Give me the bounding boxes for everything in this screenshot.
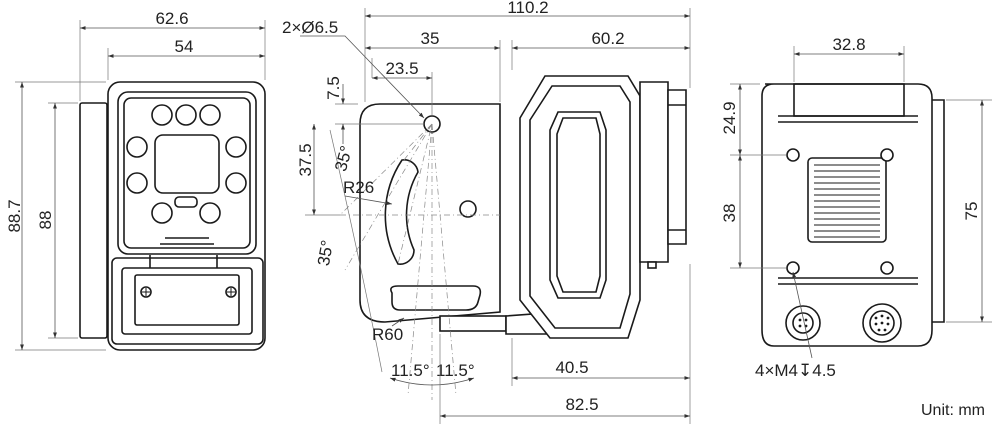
led-ring (126, 104, 247, 224)
dim-side-body-length: 60.2 (591, 29, 624, 48)
dim-base-radius: R60 (372, 325, 403, 344)
dim-angle-right: 11.5° (436, 361, 475, 380)
front-view (79, 81, 266, 351)
dim-front-width-inner: 54 (175, 37, 194, 56)
dim-angle-lower: 35° (314, 239, 337, 268)
back-dimensions: 32.8 24.9 38 75 4×M4↧4.5 (720, 35, 992, 380)
side-dimensions: 110.2 35 60.2 23.5 2×Ø6.5 7.5 37.5 35° R… (282, 0, 691, 424)
heatsink-fins (814, 164, 880, 238)
dim-front-height-inner: 88 (36, 211, 55, 230)
dim-back-hole-spacing: 38 (720, 204, 739, 223)
side-construction-lines (329, 123, 500, 400)
dim-front-width-outer: 62.6 (155, 9, 188, 28)
dim-back-top-width: 32.8 (832, 35, 865, 54)
unit-label: Unit: mm (921, 402, 985, 419)
dim-angle-left: 11.5° (391, 361, 430, 380)
dim-side-hole-offset: 23.5 (385, 59, 418, 78)
side-view (359, 75, 687, 339)
dim-back-height: 75 (962, 202, 981, 221)
dim-side-bottom-total: 82.5 (565, 395, 598, 414)
screw-icon (140, 286, 152, 298)
dim-slot-radius: R26 (343, 178, 374, 197)
back-view (761, 83, 945, 347)
dim-back-threads: 4×M4↧4.5 (755, 361, 836, 380)
dim-side-bracket-width: 35 (421, 29, 440, 48)
connector-icon (785, 305, 821, 341)
screw-icon (225, 286, 237, 298)
dim-back-top-offset: 24.9 (720, 101, 739, 134)
dim-angle-upper: 35° (331, 144, 356, 174)
dim-side-hole-height: 37.5 (296, 143, 315, 176)
dim-holes: 2×Ø6.5 (282, 18, 338, 37)
dim-side-top-offset: 7.5 (324, 76, 343, 100)
dim-side-bottom-body: 40.5 (555, 358, 588, 377)
front-dimensions: 62.6 54 88.7 88 (5, 9, 266, 351)
connector-icon (862, 303, 902, 343)
dim-front-height-outer: 88.7 (5, 199, 24, 232)
dim-side-total-length: 110.2 (507, 0, 548, 17)
